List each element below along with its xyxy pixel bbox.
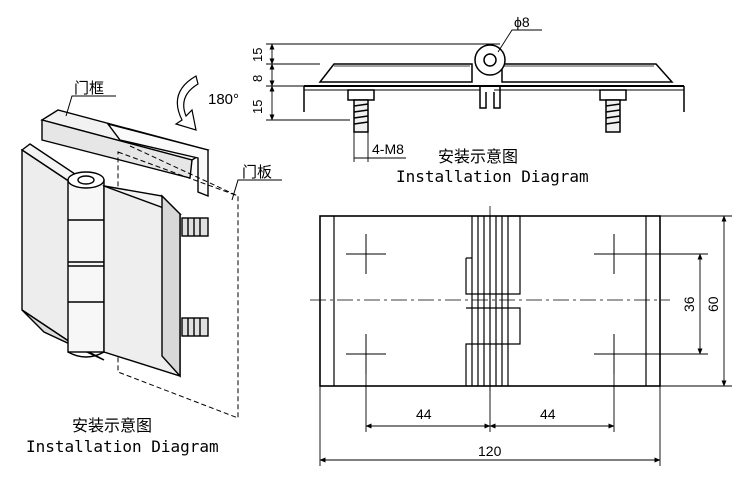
plan-view bbox=[310, 206, 670, 396]
left-caption-cn: 安装示意图 bbox=[72, 416, 152, 435]
door-frame-inner bbox=[106, 122, 209, 198]
dim-diameter: ϕ8 bbox=[514, 14, 530, 30]
side-view bbox=[303, 44, 685, 133]
isometric-view bbox=[20, 109, 239, 419]
leaders bbox=[65, 95, 282, 201]
dim-60: 60 bbox=[705, 296, 721, 312]
side-bolt-right bbox=[599, 89, 627, 133]
dim-15-top: 15 bbox=[250, 48, 265, 62]
side-dimensions bbox=[266, 29, 542, 162]
left-caption-en: Installation Diagram bbox=[26, 437, 219, 456]
label-door-frame: 门框 bbox=[74, 80, 104, 97]
dim-bolts: 4-M8 bbox=[372, 141, 404, 157]
label-door-panel: 门板 bbox=[242, 163, 272, 181]
dim-36: 36 bbox=[681, 296, 697, 312]
rotation-arrow-icon bbox=[174, 75, 199, 131]
pin-hole bbox=[483, 53, 497, 67]
plan-dimensions bbox=[319, 215, 732, 466]
side-bolt-left bbox=[347, 89, 375, 133]
top-caption-cn: 安装示意图 bbox=[438, 147, 518, 166]
dim-120: 120 bbox=[478, 443, 502, 459]
right-leaf-profile bbox=[501, 63, 674, 83]
bolt-upper bbox=[181, 217, 209, 237]
dim-44-left: 44 bbox=[416, 406, 432, 422]
left-leaf-profile bbox=[318, 63, 473, 83]
top-caption-en: Installation Diagram bbox=[396, 167, 589, 186]
hinge-knuckle bbox=[67, 171, 105, 358]
hole-crosshairs bbox=[346, 234, 634, 374]
rotation-label: 180° bbox=[208, 91, 239, 108]
left-hinge-leaf-face bbox=[21, 148, 71, 344]
dim-44-right: 44 bbox=[540, 406, 556, 422]
dim-15-bottom: 15 bbox=[250, 100, 265, 114]
dim-8: 8 bbox=[250, 75, 265, 82]
bolt-lower bbox=[181, 317, 209, 337]
